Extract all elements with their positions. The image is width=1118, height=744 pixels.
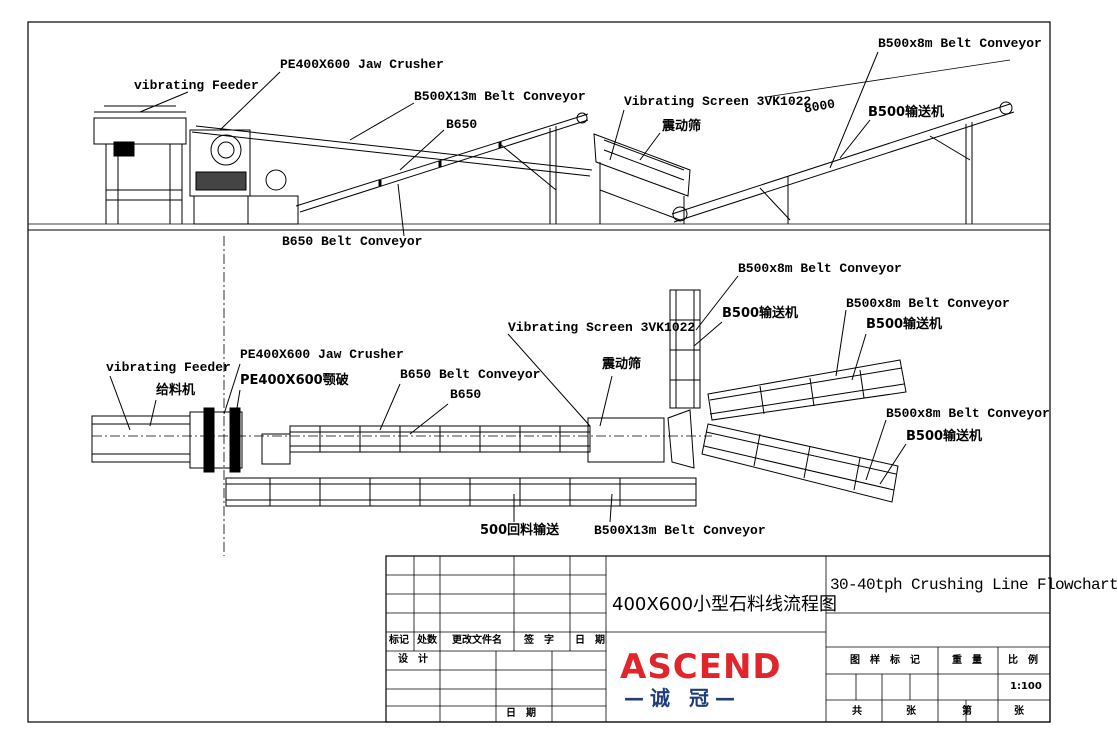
tb-sheets: 张: [906, 706, 916, 717]
side-screen-label: Vibrating Screen 3VK1022: [624, 94, 812, 109]
tb-header-file: 更改文件名: [452, 635, 502, 646]
side-jaw-crusher-label: PE400X600 Jaw Crusher: [280, 57, 444, 72]
conveyor-8m-side: [671, 59, 1015, 224]
feeder-side: [93, 105, 187, 224]
plan-jaw-crusher-cn-label: PE400X600颚破: [240, 373, 349, 388]
plan-b650-label: B650: [450, 387, 482, 402]
plan-conveyor-top-label: B500x8m Belt Conveyor: [738, 261, 902, 276]
tb-header-mark: 标记: [389, 635, 409, 646]
plan-return-conveyor-label: 500回料输送: [480, 523, 560, 538]
screen-side: [593, 133, 691, 224]
plan-screen-label: Vibrating Screen 3VK1022: [508, 320, 696, 335]
plan-jaw-crusher-label: PE400X600 Jaw Crusher: [240, 347, 404, 362]
jaw-crusher-plan: [189, 407, 291, 473]
plan-feeder-cn-label: 给料机: [156, 383, 196, 398]
tb-weight: 重 量: [952, 655, 982, 666]
conveyor-right-plan: [707, 359, 907, 421]
plan-conveyor-right-label: B500x8m Belt Conveyor: [846, 296, 1010, 311]
side-screen-cn-label: 震动筛: [662, 119, 702, 134]
tb-scale-label: 比 例: [1008, 655, 1038, 666]
jaw-crusher-side: [189, 129, 299, 225]
plan-conveyor-lower-label: B500x8m Belt Conveyor: [886, 406, 1050, 421]
logo-cn: —诚 冠—: [624, 686, 741, 710]
side-b650-conveyor-label: B650 Belt Conveyor: [282, 234, 423, 249]
conveyor-13m-side: [295, 112, 589, 224]
plan-screen-cn-label: 震动筛: [602, 357, 642, 372]
side-conveyor-8m-cn-label: B500输送机: [868, 105, 945, 120]
plan-conveyor-lower-cn-label: B500输送机: [906, 429, 983, 444]
plan-conveyor-top-cn-label: B500输送机: [722, 306, 799, 321]
side-view: [28, 51, 1050, 237]
side-feeder-label: vibrating Feeder: [134, 78, 259, 93]
tb-date: 日 期: [506, 708, 536, 719]
tb-header-count: 处数: [417, 635, 437, 646]
b650-conveyor-plan: [289, 425, 591, 453]
tb-total: 共: [852, 706, 862, 717]
tb-design: 设 计: [398, 654, 428, 665]
tb-scale-value: 1:100: [1010, 681, 1042, 692]
drawing-title-en: 30-40tph Crushing Line Flowchart: [830, 576, 1118, 594]
drawing-title-cn: 400X600小型石料线流程图: [612, 594, 838, 615]
side-conveyor-8m-label: B500x8m Belt Conveyor: [878, 36, 1042, 51]
plan-feeder-label: vibrating Feeder: [106, 360, 231, 375]
feeder-plan: [91, 415, 191, 463]
tb-sheet-no: 第: [962, 706, 972, 717]
conveyor-top-plan: [669, 289, 701, 409]
conveyor-lower-plan: [701, 423, 899, 503]
side-b650-label: B650: [446, 117, 478, 132]
tb-stage-mark: 图 样 标 记: [850, 655, 920, 666]
plan-b650-conveyor-label: B650 Belt Conveyor: [400, 367, 541, 382]
screen-plan: [587, 409, 695, 469]
logo-wordmark: ASCEND: [620, 647, 782, 687]
tb-header-sign: 签 字: [524, 635, 554, 646]
plan-view: [91, 236, 907, 556]
plan-conveyor-right-cn-label: B500输送机: [866, 317, 943, 332]
return-conveyor-plan: [225, 477, 697, 507]
plan-conveyor-13m-label: B500X13m Belt Conveyor: [594, 523, 766, 538]
title-block: [385, 555, 1051, 723]
tb-sheets2: 张: [1014, 706, 1024, 717]
tb-header-date: 日 期: [575, 635, 605, 646]
flowchart-drawing: [27, 21, 1051, 723]
ascend-logo: ASCEND —诚 冠—: [620, 650, 800, 714]
side-conveyor-13m-label: B500X13m Belt Conveyor: [414, 89, 586, 104]
